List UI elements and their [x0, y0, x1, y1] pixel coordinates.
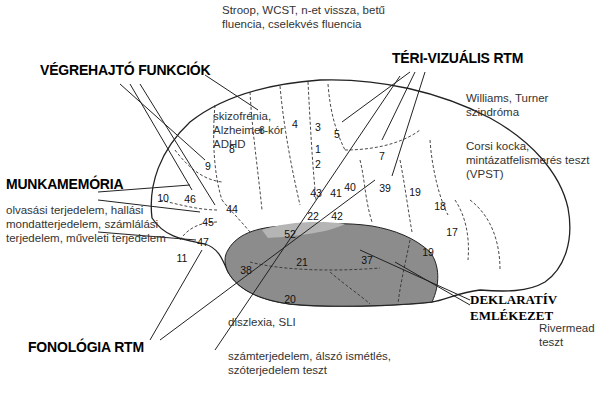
callout-number: 19 — [404, 186, 426, 199]
test-note: olvasási terjedelem, hallási mondatterje… — [6, 204, 166, 245]
callout-number: 47 — [192, 236, 214, 249]
callout-number: 45 — [197, 216, 219, 229]
callout-number: 19 — [417, 246, 439, 259]
callout-number: 20 — [279, 293, 301, 306]
callout-number: 52 — [279, 228, 301, 241]
callout-number: 3 — [307, 121, 329, 134]
category-heading: VÉGREHAJTÓ FUNKCIÓK — [40, 62, 280, 79]
disorder-note: Williams, Turner szindróma — [466, 92, 596, 120]
category-heading: FONOLÓGIA RTM — [28, 339, 188, 356]
temporal-lobe — [225, 224, 438, 306]
callout-number: 40 — [339, 181, 361, 194]
callout-number: 37 — [356, 254, 378, 267]
disorder-note: diszlexia, SLI — [228, 316, 358, 330]
callout-number: 44 — [221, 203, 243, 216]
test-note: Rivermead teszt — [539, 322, 609, 350]
callout-number: 18 — [429, 200, 451, 213]
callout-number: 41 — [325, 187, 347, 200]
callout-number: 42 — [326, 210, 348, 223]
callout-number: 1 — [307, 143, 329, 156]
category-heading: DEKLARATÍV EMLÉKEZET — [470, 292, 590, 323]
callout-number: 22 — [302, 210, 324, 223]
insula-patch — [262, 222, 345, 238]
leader-lines — [98, 72, 470, 350]
callout-number: 5 — [326, 128, 348, 141]
callout-number: 21 — [291, 256, 313, 269]
callout-number: 6 — [251, 124, 273, 137]
callout-number: 46 — [179, 193, 201, 206]
callout-number: 2 — [307, 158, 329, 171]
callout-number: 4 — [284, 118, 306, 131]
callout-number: 9 — [197, 160, 219, 173]
category-heading: MUNKAMEMÓRIA — [6, 176, 146, 193]
callout-number: 7 — [371, 150, 393, 163]
callout-number: 39 — [374, 182, 396, 195]
callout-number: 17 — [441, 226, 463, 239]
test-note: számterjedelem, álszó ismétlés, szóterje… — [228, 350, 428, 378]
callout-number: 11 — [171, 252, 193, 265]
callout-number: 10 — [152, 192, 174, 205]
test-note: Corsi kocka, mintázatfelismerés teszt (V… — [466, 140, 606, 181]
callout-number: 8 — [221, 143, 243, 156]
callout-number: 38 — [235, 264, 257, 277]
area-boundaries — [160, 82, 500, 304]
category-heading: TÉRI-VIZUÁLIS RTM — [392, 50, 592, 67]
callout-number: 43 — [305, 187, 327, 200]
test-note: Stroop, WCST, n-et vissza, betű fluencia… — [222, 4, 412, 32]
